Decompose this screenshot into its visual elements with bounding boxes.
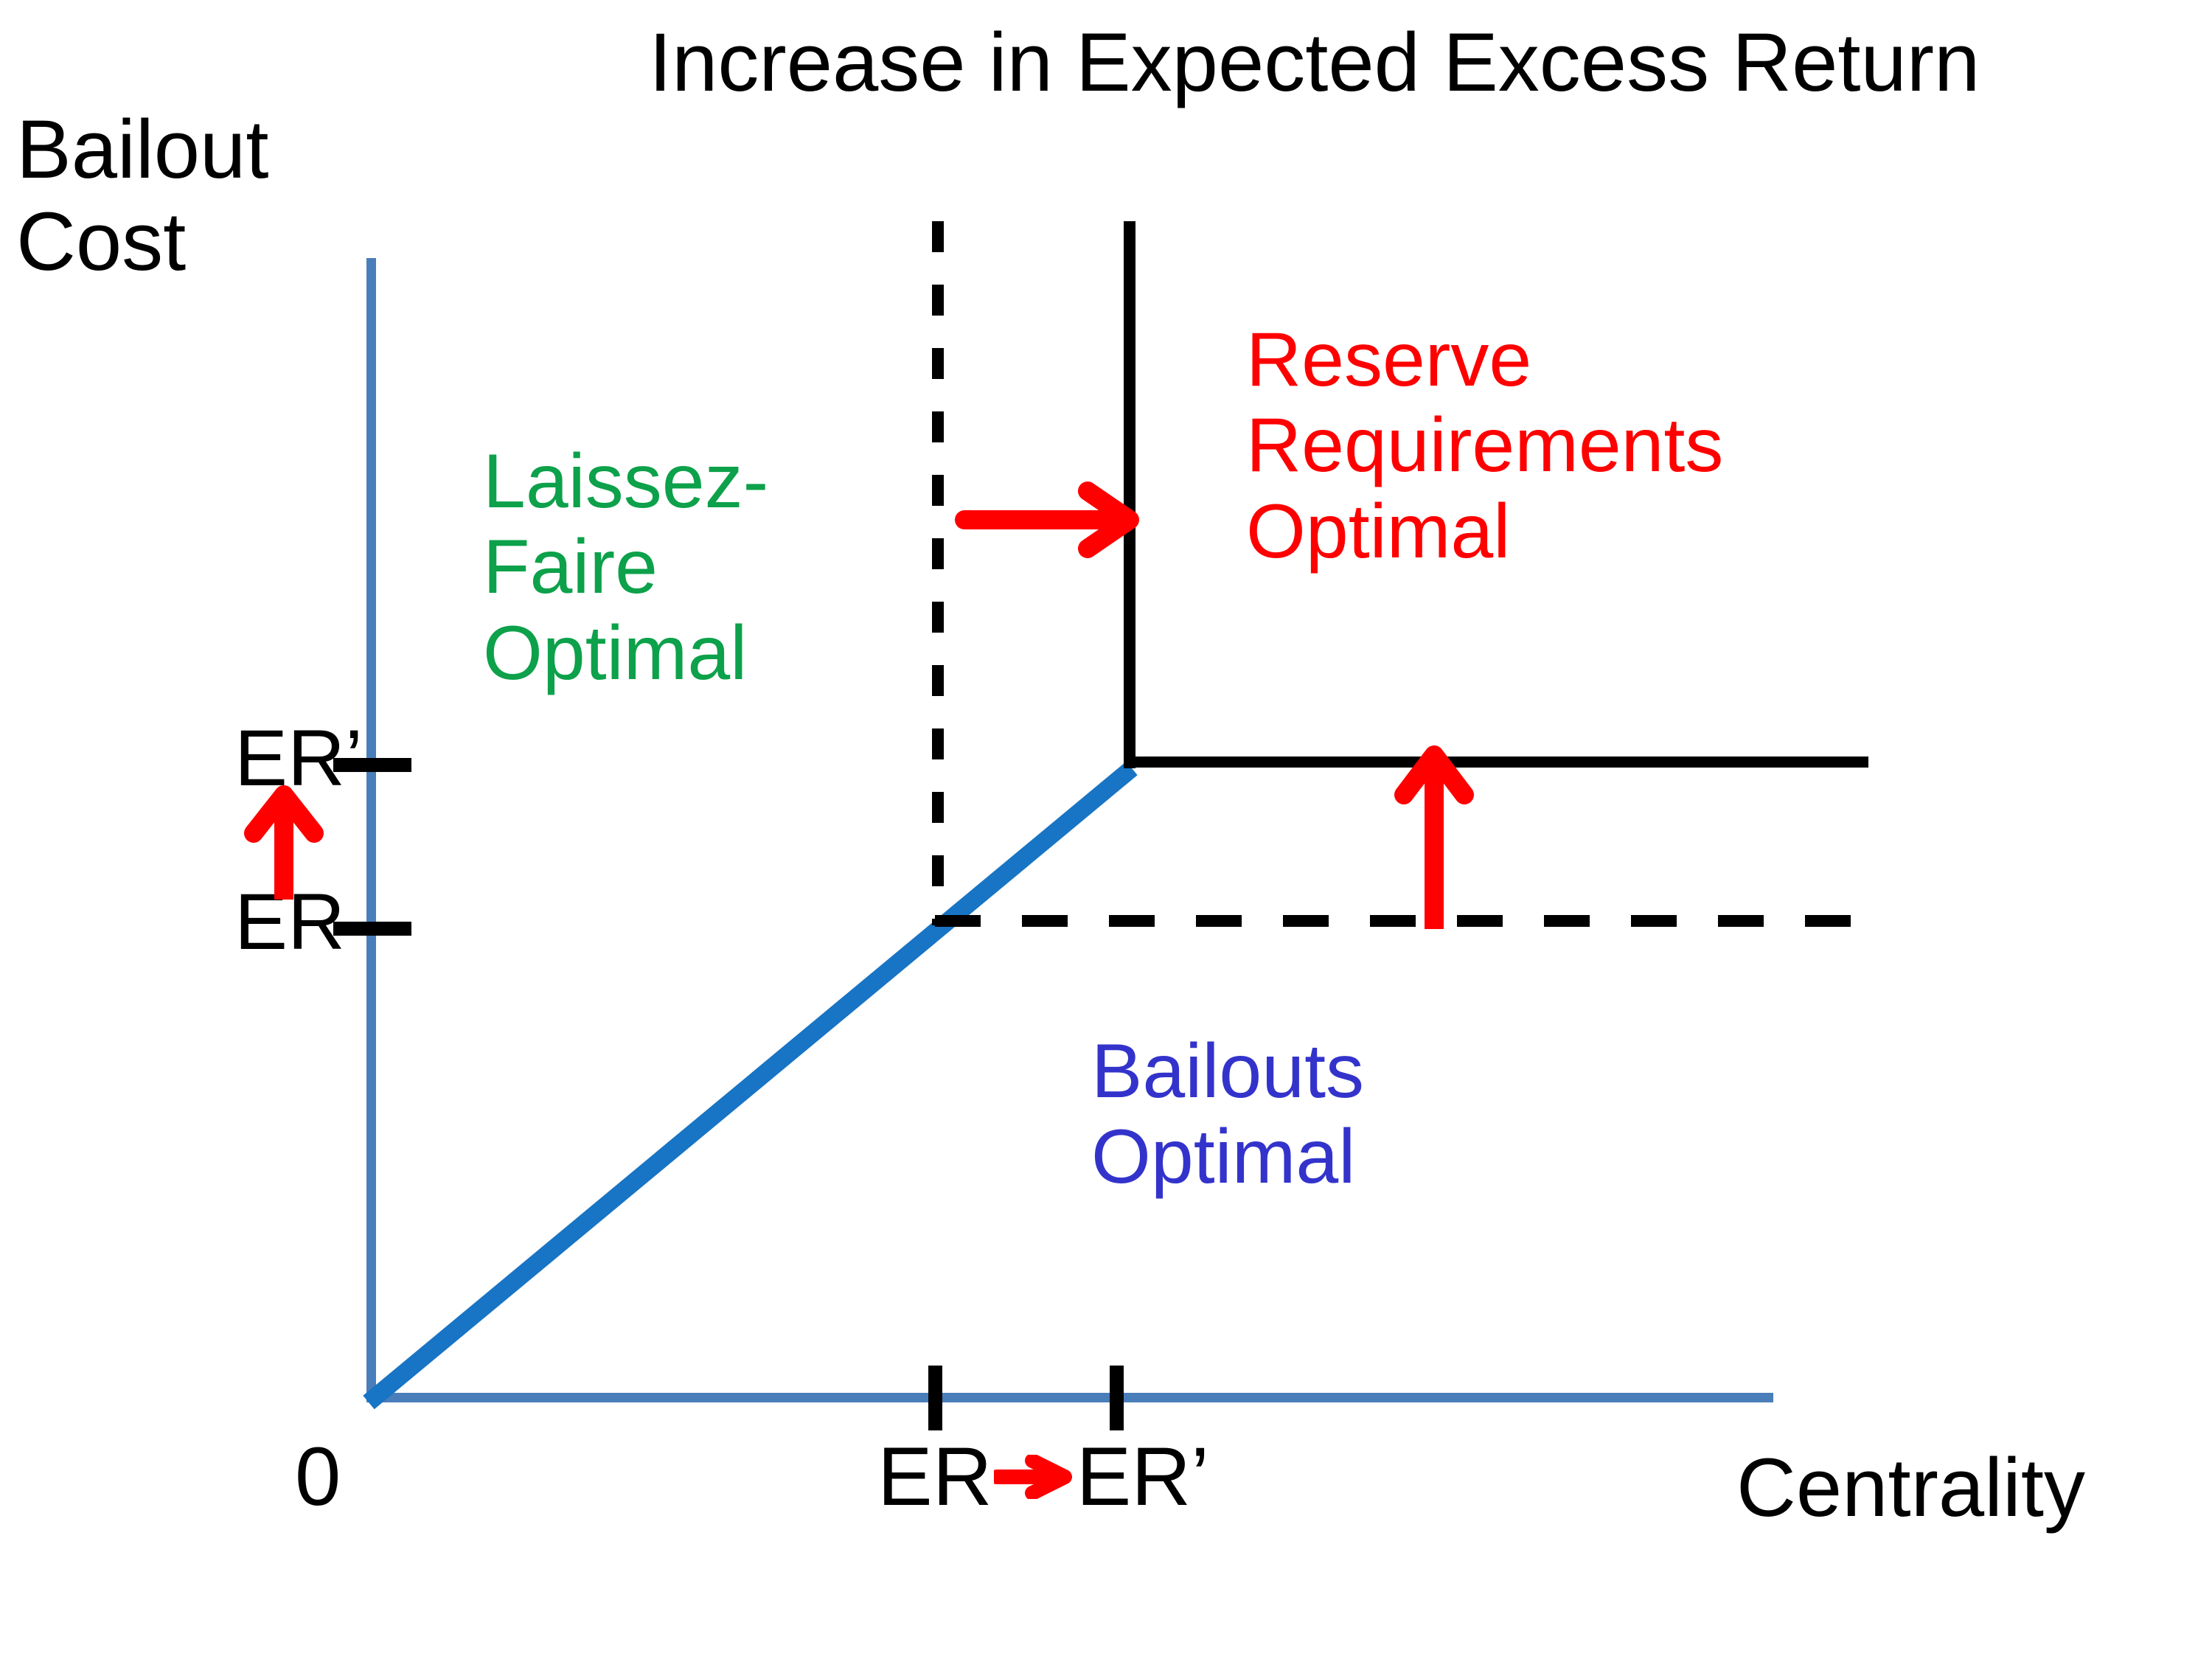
x-axis-label: Centrality — [1736, 1441, 2086, 1534]
red-right-arrow-icon-inline — [993, 1454, 1072, 1499]
x-tick-mark-er-prime — [1110, 1366, 1124, 1430]
region-label-laissez-faire: Laissez- Faire Optimal — [483, 439, 769, 696]
bailout-cost-schedule-line — [363, 761, 1138, 1410]
red-right-arrow-icon — [955, 481, 1139, 558]
x-tick-label-er-prime: ER’ — [1076, 1430, 1210, 1523]
x-tick-label-er: ER — [877, 1430, 992, 1523]
chart-title: Increase in Expected Excess Return — [649, 16, 1980, 108]
x-tick-label-group: ER ER’ — [877, 1430, 1209, 1523]
y-axis-line — [366, 258, 376, 1402]
new-boundary-vertical-line — [1124, 221, 1135, 768]
x-tick-mark-er — [928, 1366, 942, 1430]
y-tick-label-er-prime: ER’ — [234, 713, 364, 802]
origin-label: 0 — [295, 1430, 341, 1523]
old-boundary-vertical-dashed-line — [932, 221, 944, 925]
y-axis-label: Bailout Cost — [16, 103, 269, 288]
old-boundary-horizontal-dashed-line — [935, 915, 1868, 927]
y-tick-mark-er — [333, 922, 411, 936]
region-label-reserve-requirements: Reserve Requirements Optimal — [1246, 317, 1724, 574]
region-label-bailouts: Bailouts Optimal — [1091, 1029, 1364, 1200]
red-up-arrow-icon-threshold — [1394, 745, 1474, 929]
new-boundary-horizontal-line — [1124, 757, 1868, 768]
red-up-arrow-icon-y-axis — [244, 785, 324, 900]
y-tick-mark-er-prime — [333, 758, 411, 772]
x-axis-line — [366, 1393, 1773, 1402]
